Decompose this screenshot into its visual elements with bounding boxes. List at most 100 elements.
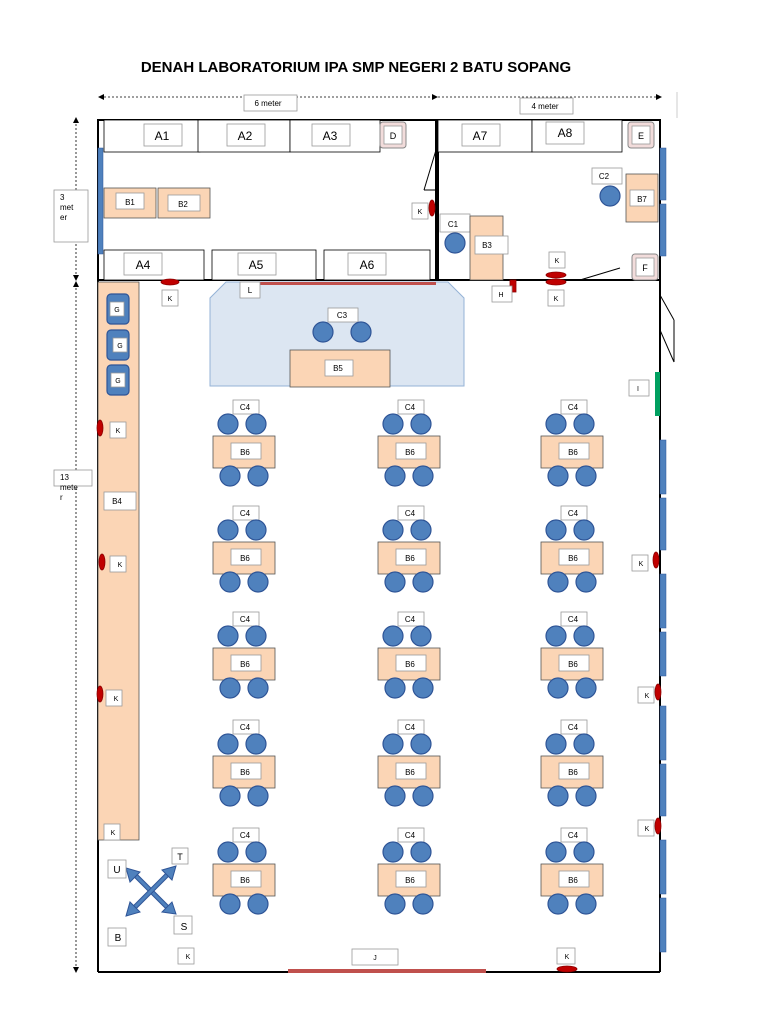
label-box-b6-5-2 [395, 870, 427, 888]
label-l: L [248, 286, 253, 295]
label-b6-4-2: B6 [405, 768, 415, 777]
label-b6-2-3: B6 [568, 554, 578, 563]
compass-west: B [115, 933, 122, 944]
chair-front-right-3-1 [245, 625, 267, 647]
label-box-c4-4-2 [397, 719, 425, 735]
chair-back-left-5-1 [219, 893, 241, 915]
chair-front-right-1-1 [245, 413, 267, 435]
label-c4-2-1: C4 [240, 509, 251, 518]
cabinet-a4: A4 [136, 258, 151, 272]
chair-front-right-1-3 [573, 413, 595, 435]
chair-back-left-3-3 [547, 677, 569, 699]
label-b6-2-2: B6 [405, 554, 415, 563]
label-box-c4-4-3 [560, 719, 588, 735]
chair-back-right-5-1 [247, 893, 269, 915]
label-k-12: K [186, 954, 191, 961]
label-box-c4-5-3 [560, 827, 588, 843]
label-c4-1-1: C4 [240, 403, 251, 412]
chair-back-left-1-2 [384, 465, 406, 487]
label-box-c4-4-1 [232, 719, 260, 735]
label-box-b6-3-1 [230, 654, 262, 672]
label-box-c4-1-2 [397, 399, 425, 415]
label-k-2: K [168, 296, 173, 303]
cabinet-a5: A5 [249, 258, 264, 272]
label-b6-3-1: B6 [240, 660, 250, 669]
label-k-1: K [418, 209, 423, 216]
compass-south: S [181, 922, 188, 933]
chair-front-left-3-1 [217, 625, 239, 647]
chair-front-right-3-3 [573, 625, 595, 647]
label-box-c4-2-2 [397, 505, 425, 521]
table-b7: B7 [637, 195, 647, 204]
chair-back-left-4-2 [384, 785, 406, 807]
label-h: H [498, 292, 503, 299]
label-box-b6-1-2 [395, 442, 427, 460]
label-c4-5-3: C4 [568, 831, 579, 840]
chair-front-left-5-2 [382, 841, 404, 863]
label-b6-2-1: B6 [240, 554, 250, 563]
chair-front-left-4-2 [382, 733, 404, 755]
dim-13-meter-line1: 13 [60, 473, 69, 482]
label-b6-5-2: B6 [405, 876, 415, 885]
chair-back-left-3-1 [219, 677, 241, 699]
label-box-c4-5-1 [232, 827, 260, 843]
chair-back-left-1-1 [219, 465, 241, 487]
label-b6-4-1: B6 [240, 768, 250, 777]
label-box-b6-4-3 [558, 762, 590, 780]
label-k-10: K [645, 693, 650, 700]
chair-back-right-1-1 [247, 465, 269, 487]
label-k-7: K [114, 696, 119, 703]
compass: U T S B [107, 847, 193, 947]
label-c4-5-1: C4 [240, 831, 251, 840]
label-box-b6-5-3 [558, 870, 590, 888]
label-box-b6-2-3 [558, 548, 590, 566]
dim-3-meter-line1: 3 [60, 193, 65, 202]
label-box-c4-1-1 [232, 399, 260, 415]
label-c4-3-3: C4 [568, 615, 579, 624]
chair-back-left-2-1 [219, 571, 241, 593]
label-c4-1-2: C4 [405, 403, 416, 412]
dim-3-meter-line3: er [60, 213, 67, 222]
dim-3-meter-line2: met [60, 203, 74, 212]
chair-front-left-2-1 [217, 519, 239, 541]
compass-east: T [177, 852, 183, 862]
unit-f: F [642, 263, 648, 273]
label-c4-4-2: C4 [405, 723, 416, 732]
chair-back-left-5-3 [547, 893, 569, 915]
label-k-13: K [565, 954, 570, 961]
chair-back-right-2-3 [575, 571, 597, 593]
label-box-c4-2-1 [232, 505, 260, 521]
table-b1: B1 [125, 198, 135, 207]
chair-back-right-2-2 [412, 571, 434, 593]
chair-back-right-4-2 [412, 785, 434, 807]
label-c4-3-1: C4 [240, 615, 251, 624]
chair-front-right-5-1 [245, 841, 267, 863]
chair-c1 [444, 232, 466, 254]
label-b6-4-3: B6 [568, 768, 578, 777]
label-b6-3-3: B6 [568, 660, 578, 669]
cabinet-a1: A1 [155, 129, 170, 143]
chair-front-right-4-2 [410, 733, 432, 755]
chair-back-right-4-1 [247, 785, 269, 807]
label-k-5: K [116, 428, 121, 435]
prep-room-tables: B1 B2 [103, 187, 211, 219]
label-k-9: K [639, 561, 644, 568]
label-box-c4-3-3 [560, 611, 588, 627]
label-b6-5-1: B6 [240, 876, 250, 885]
plan-title: DENAH LABORATORIUM IPA SMP NEGERI 2 BATU… [141, 59, 571, 76]
chair-back-right-1-2 [412, 465, 434, 487]
cabinet-a7: A7 [473, 129, 488, 143]
chair-back-left-1-3 [547, 465, 569, 487]
unit-g-3: G [115, 378, 120, 385]
chair-back-right-3-1 [247, 677, 269, 699]
label-box-b6-5-1 [230, 870, 262, 888]
chair-back-right-2-1 [247, 571, 269, 593]
chair-front-left-1-2 [382, 413, 404, 435]
table-b5: B5 [333, 364, 343, 373]
label-c4-2-3: C4 [568, 509, 579, 518]
chair-back-left-2-2 [384, 571, 406, 593]
label-c4-5-2: C4 [405, 831, 416, 840]
table-b2: B2 [178, 200, 188, 209]
label-j: J [373, 955, 377, 962]
label-box-c4-3-1 [232, 611, 260, 627]
